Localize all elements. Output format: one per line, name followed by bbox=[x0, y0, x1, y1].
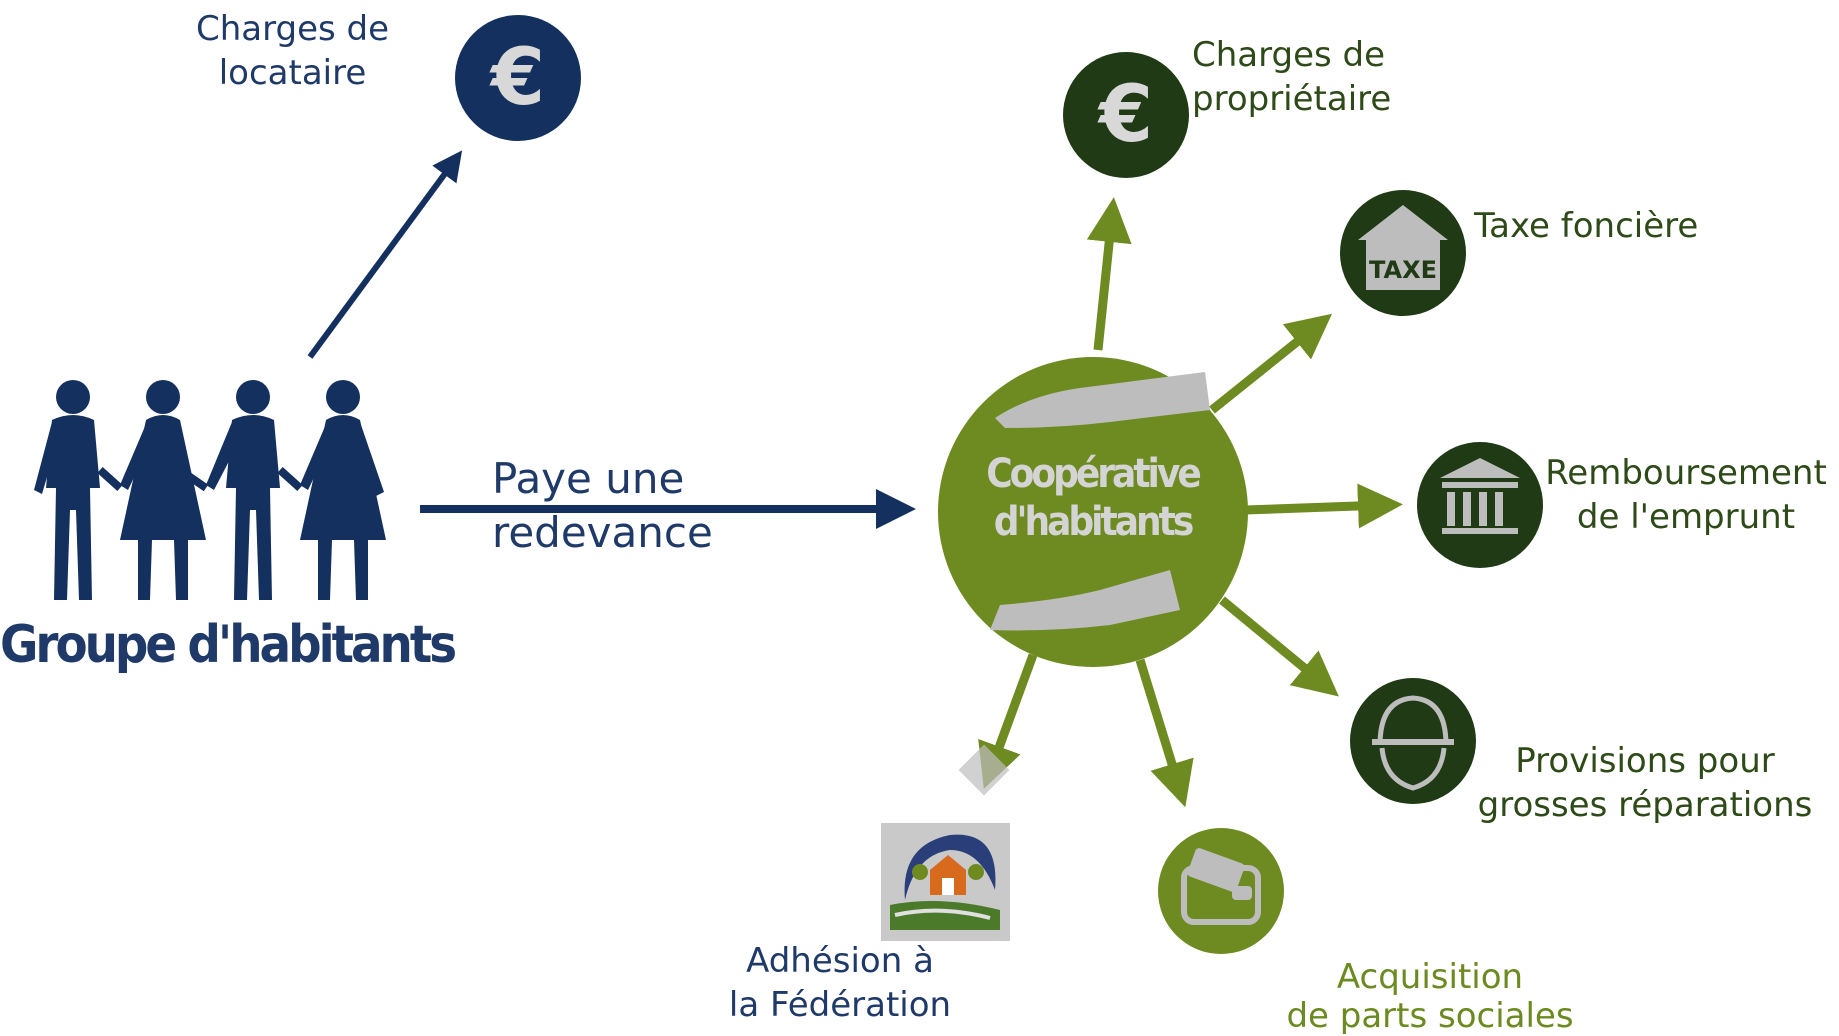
tenant-charges-label: Charges de locataire bbox=[196, 8, 389, 95]
loan-line1: Remboursement bbox=[1545, 453, 1827, 493]
svg-text:€: € bbox=[489, 33, 545, 123]
person-icon bbox=[34, 380, 100, 600]
repairs-line2: grosses réparations bbox=[1477, 784, 1813, 825]
repairs-line1: Provisions pour bbox=[1515, 741, 1775, 781]
federation-line2: la Fédération bbox=[728, 984, 952, 1025]
cooperative-line2: d'habitants bbox=[993, 499, 1195, 545]
shares-line1: Acquisition bbox=[1336, 957, 1524, 997]
owner-charges-line2: propriétaire bbox=[1192, 78, 1392, 119]
cooperative-line1: Coopérative bbox=[986, 451, 1201, 497]
tenant-charges-euro-icon: € bbox=[455, 15, 581, 141]
tenant-charges-line2: locataire bbox=[218, 52, 367, 93]
owner-charges-line1: Charges de bbox=[1192, 35, 1386, 75]
arrow-to-shares bbox=[1135, 658, 1194, 808]
wallet-icon bbox=[1158, 828, 1284, 954]
helmet-icon bbox=[1350, 678, 1476, 804]
arrow-to-property-tax bbox=[1209, 313, 1333, 414]
pays-fee-line1: Paye une bbox=[492, 454, 685, 503]
pays-fee-line2: redevance bbox=[492, 507, 713, 557]
person-icon bbox=[206, 380, 280, 600]
arrow-to-owner-charges bbox=[1086, 197, 1132, 351]
loan-label: Remboursement de l'emprunt bbox=[1536, 452, 1836, 539]
shares-line2: de parts sociales bbox=[1286, 996, 1574, 1036]
property-tax-label: Taxe foncière bbox=[1474, 206, 1699, 246]
federation-arrow-grey-tip bbox=[958, 744, 1010, 796]
federation-logo-icon bbox=[881, 823, 1010, 941]
tenant-charges-line1: Charges de bbox=[196, 9, 390, 49]
svg-text:€: € bbox=[1097, 70, 1153, 160]
tax-icon-text: TAXE bbox=[1369, 256, 1437, 284]
people-group-icon bbox=[34, 380, 386, 600]
repairs-label: Provisions pour grosses réparations bbox=[1460, 740, 1830, 827]
house-tax-icon: TAXE bbox=[1340, 190, 1466, 316]
bank-icon bbox=[1417, 442, 1543, 568]
cooperative-hub bbox=[938, 357, 1248, 667]
group-label: Groupe d'habitants bbox=[0, 615, 457, 675]
shares-label: Acquisition de parts sociales bbox=[1240, 957, 1620, 1036]
arrow-to-tenant-charges bbox=[307, 150, 463, 359]
arrow-to-federation bbox=[978, 653, 1038, 789]
pays-fee-label: Paye une redevance bbox=[492, 452, 713, 560]
person-icon bbox=[120, 380, 206, 600]
loan-line2: de l'emprunt bbox=[1576, 496, 1796, 537]
owner-charges-euro-icon: € bbox=[1063, 52, 1189, 178]
hands-icon bbox=[990, 372, 1210, 631]
federation-label: Adhésion à la Fédération bbox=[700, 940, 980, 1027]
federation-line1: Adhésion à bbox=[746, 941, 934, 981]
person-icon bbox=[300, 380, 386, 600]
arrow-to-loan bbox=[1244, 483, 1403, 529]
cooperative-label: Coopérative d'habitants bbox=[975, 450, 1210, 546]
arrow-to-repairs bbox=[1219, 596, 1339, 697]
owner-charges-label: Charges de propriétaire bbox=[1192, 34, 1391, 121]
